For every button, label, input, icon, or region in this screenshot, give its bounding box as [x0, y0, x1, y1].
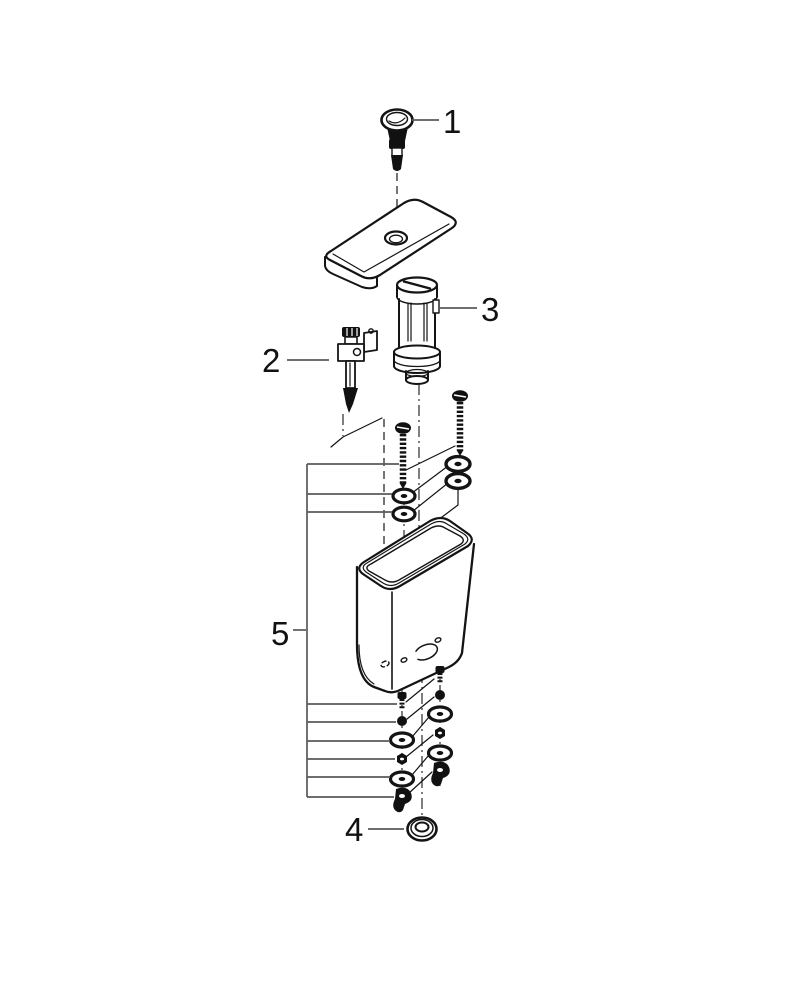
fastener-stack-left [388, 692, 416, 813]
part-fill-valve [337, 327, 378, 413]
part-outlet-seal-ring [406, 816, 438, 842]
callout-5: 5 [271, 615, 289, 652]
callout-3: 3 [481, 291, 499, 328]
lower-connector-lines [405, 678, 435, 794]
part-push-button [380, 108, 414, 171]
part-flush-valve-cartridge [393, 276, 441, 385]
fastener-stack-right [429, 666, 452, 786]
upper-screw-left [395, 422, 411, 489]
callout-1: 1 [443, 103, 461, 140]
part-cistern-tank [355, 516, 476, 694]
bracket-5 [293, 463, 399, 798]
callout-4: 4 [345, 811, 363, 848]
upper-screw-right [452, 390, 468, 456]
callout-2: 2 [262, 342, 280, 379]
upper-washers [391, 445, 472, 523]
part-cistern-lid [324, 198, 457, 290]
